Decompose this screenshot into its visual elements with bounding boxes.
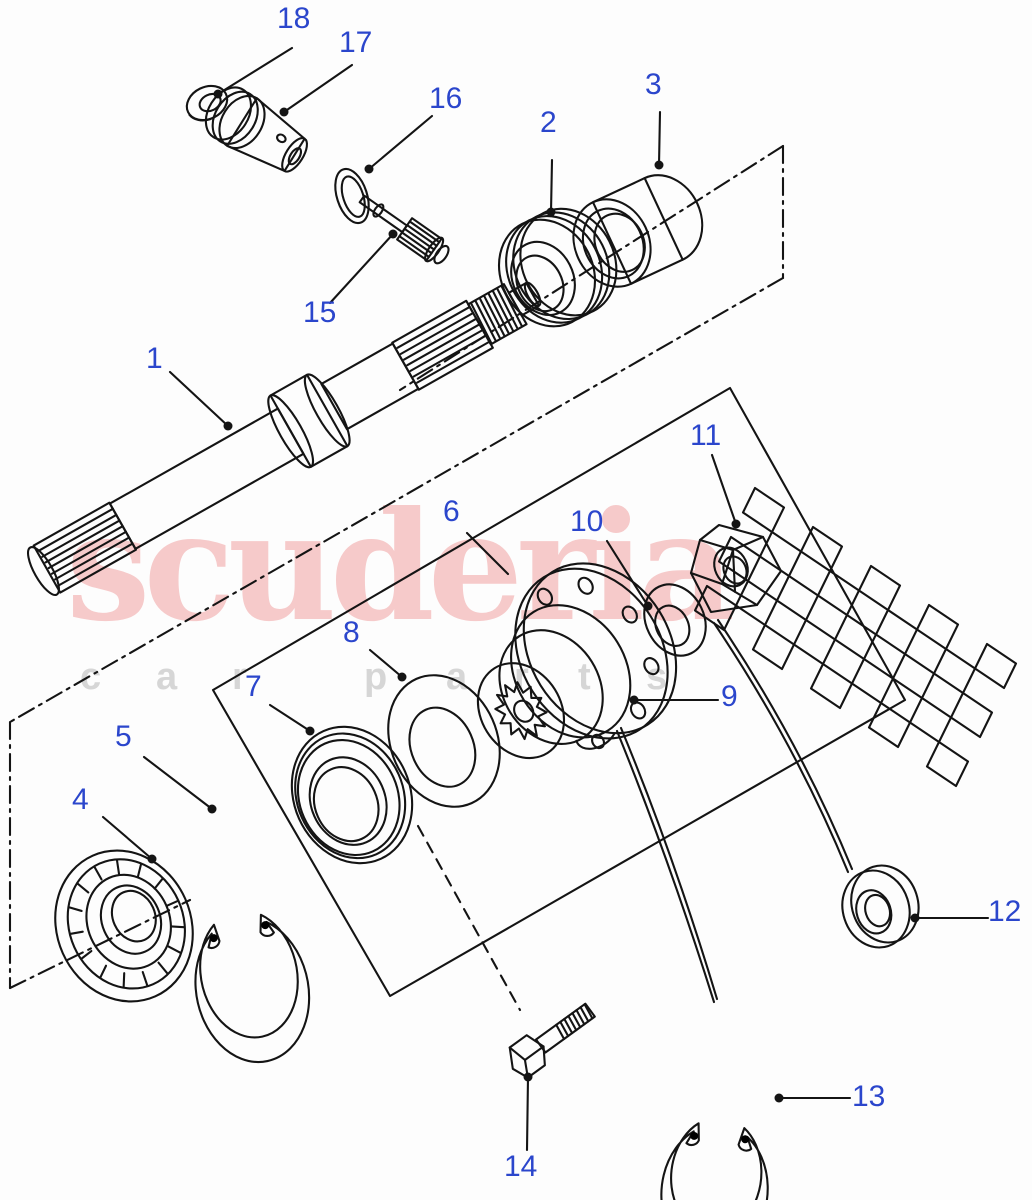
part-coupling-flange <box>476 562 678 760</box>
part-bearing <box>54 849 194 1003</box>
watermark-letter: a <box>446 656 468 698</box>
callout-14: 14 <box>504 1150 538 1183</box>
callout-6: 6 <box>443 495 460 528</box>
watermark-letter: r <box>232 656 247 698</box>
part-speedo-housing <box>204 86 309 173</box>
kit-box-outline <box>211 386 907 998</box>
callout-15: 15 <box>303 296 337 329</box>
callout-2: 2 <box>540 106 557 139</box>
callout-18: 18 <box>277 2 311 35</box>
part-thrust-washer <box>387 674 501 808</box>
callout-5: 5 <box>115 720 132 753</box>
leader-lines <box>101 46 990 1152</box>
construction-lines <box>8 144 785 1012</box>
bearing-axis-line <box>8 898 192 990</box>
part-shaft <box>27 281 542 596</box>
callout-9: 9 <box>721 680 738 713</box>
part-bolt <box>508 1002 596 1079</box>
watermark-letter: a <box>156 656 178 698</box>
part-nut <box>689 523 783 614</box>
callout-10: 10 <box>570 505 604 538</box>
callout-12: 12 <box>988 895 1022 928</box>
watermark-letter: t <box>578 656 591 698</box>
part-washer-small <box>643 583 707 657</box>
callout-8: 8 <box>343 616 360 649</box>
checkered-flag-icon <box>693 486 1018 788</box>
callout-11: 11 <box>690 419 722 452</box>
part-speedo-gear <box>358 194 450 265</box>
pointer-curves <box>615 618 854 1004</box>
watermark-letter: p <box>364 656 388 698</box>
watermark-letter: s <box>646 656 668 698</box>
callout-1: 1 <box>146 342 163 375</box>
callout-7: 7 <box>245 670 262 703</box>
watermark-letter: c <box>80 656 102 698</box>
callout-4: 4 <box>72 783 89 816</box>
part-spacer-washer <box>841 864 920 949</box>
part-cap <box>185 84 229 122</box>
part-circlip-rear <box>660 1122 769 1200</box>
part-oil-seal <box>290 725 414 865</box>
part-bush <box>572 174 704 288</box>
callout-16: 16 <box>429 82 463 115</box>
callout-13: 13 <box>852 1080 886 1113</box>
callout-3: 3 <box>645 68 662 101</box>
part-thrust-disc <box>334 167 370 225</box>
callout-17: 17 <box>339 26 373 59</box>
part-circlip-front <box>194 913 311 1064</box>
